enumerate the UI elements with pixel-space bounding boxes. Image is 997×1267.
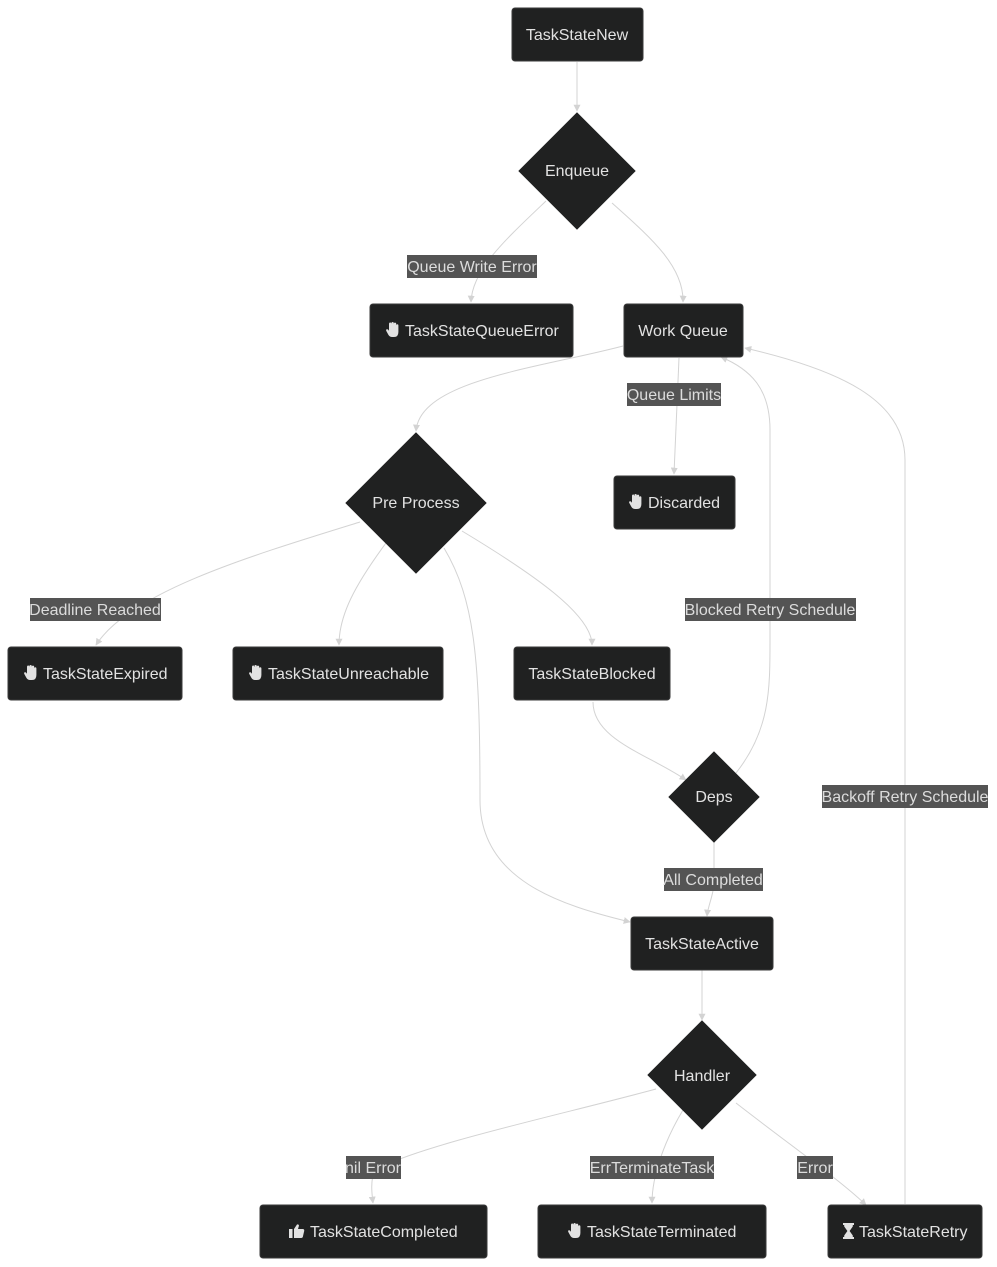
edge-label-backoff-retry-schedule: Backoff Retry Schedule [822, 785, 989, 808]
edge-labels: Queue Write Error Queue Limits Deadline … [29, 255, 989, 1179]
edge-label-text: Queue Limits [627, 387, 721, 404]
node-label: TaskStateBlocked [528, 666, 655, 683]
hand-stop-icon [629, 494, 642, 509]
node-label: TaskStateTerminated [587, 1224, 736, 1241]
node-label: TaskStateNew [526, 27, 629, 44]
node-label: Deps [695, 789, 732, 806]
node-label: Pre Process [372, 495, 459, 512]
node-task-state-new[interactable]: TaskStateNew [511, 7, 644, 62]
edge-label-text: Blocked Retry Schedule [685, 602, 856, 619]
thumbs-up-icon [289, 1224, 305, 1238]
edge-label-deadline-reached: Deadline Reached [29, 598, 161, 621]
edge-label-queue-write-error: Queue Write Error [407, 255, 537, 278]
edge-work-queue-to-discarded [670, 357, 680, 475]
node-label: Enqueue [545, 163, 609, 180]
edge-label-queue-limits: Queue Limits [627, 383, 721, 406]
node-task-state-queue-error[interactable]: TaskStateQueueError [369, 303, 574, 358]
node-label: TaskStateCompleted [310, 1224, 458, 1241]
edge-pre-process-to-blocked [461, 530, 596, 646]
hand-stop-icon [386, 322, 399, 337]
node-label: Handler [674, 1068, 731, 1085]
edge-pre-process-to-active [443, 547, 631, 924]
node-label: TaskStateActive [645, 936, 759, 953]
edge-label-text: Queue Write Error [407, 259, 537, 276]
node-handler[interactable]: Handler [647, 1020, 757, 1130]
edge-pre-process-to-unreachable [335, 542, 387, 646]
edge-enqueue-to-work-queue [611, 202, 687, 303]
edge-label-text: Error [797, 1160, 833, 1177]
edge-handler-to-completed [368, 1088, 657, 1204]
node-enqueue[interactable]: Enqueue [518, 112, 636, 230]
edge-label-text: Backoff Retry Schedule [822, 789, 989, 806]
node-label: TaskStateRetry [859, 1224, 967, 1241]
edge-pre-process-to-expired [95, 521, 361, 646]
node-task-state-expired[interactable]: TaskStateExpired [7, 646, 183, 701]
node-label: TaskStateExpired [43, 666, 168, 683]
edge-work-queue-to-pre-process [413, 345, 624, 432]
edge-enqueue-to-queue-error [467, 200, 547, 303]
node-label: Discarded [648, 495, 720, 512]
node-work-queue[interactable]: Work Queue [623, 303, 744, 358]
hourglass-icon [843, 1223, 854, 1239]
edge-label-text: ErrTerminateTask [590, 1160, 715, 1177]
node-discarded[interactable]: Discarded [613, 475, 736, 530]
node-label: Work Queue [638, 323, 728, 340]
edge-label-blocked-retry-schedule: Blocked Retry Schedule [685, 598, 856, 621]
edge-label-all-completed: All Completed [663, 868, 763, 891]
edge-handler-to-retry [735, 1102, 867, 1206]
node-pre-process[interactable]: Pre Process [345, 432, 487, 574]
edge-label-nil-error: nil Error [345, 1156, 402, 1179]
node-task-state-active[interactable]: TaskStateActive [630, 916, 774, 971]
node-task-state-terminated[interactable]: TaskStateTerminated [537, 1204, 767, 1259]
nodes: TaskStateNew Enqueue TaskStateQueueError… [7, 7, 983, 1259]
node-label: TaskStateUnreachable [268, 666, 429, 683]
edge-label-text: All Completed [663, 872, 763, 889]
edge-label-error: Error [797, 1156, 833, 1179]
edge-deps-to-work-queue [720, 356, 771, 774]
edge-label-err-terminate-task: ErrTerminateTask [590, 1156, 715, 1179]
node-task-state-blocked[interactable]: TaskStateBlocked [513, 646, 671, 701]
hand-stop-icon [249, 665, 262, 680]
node-task-state-unreachable[interactable]: TaskStateUnreachable [232, 646, 444, 701]
node-task-state-completed[interactable]: TaskStateCompleted [259, 1204, 488, 1259]
edges [95, 62, 906, 1206]
edge-retry-to-work-queue [744, 346, 906, 1204]
edge-label-text: nil Error [345, 1160, 402, 1177]
hand-stop-icon [24, 665, 37, 680]
node-label: TaskStateQueueError [405, 323, 560, 340]
node-task-state-retry[interactable]: TaskStateRetry [827, 1204, 983, 1259]
edge-blocked-to-deps [592, 701, 687, 781]
node-deps[interactable]: Deps [668, 751, 760, 843]
edge-label-text: Deadline Reached [29, 602, 161, 619]
hand-stop-icon [568, 1223, 581, 1238]
